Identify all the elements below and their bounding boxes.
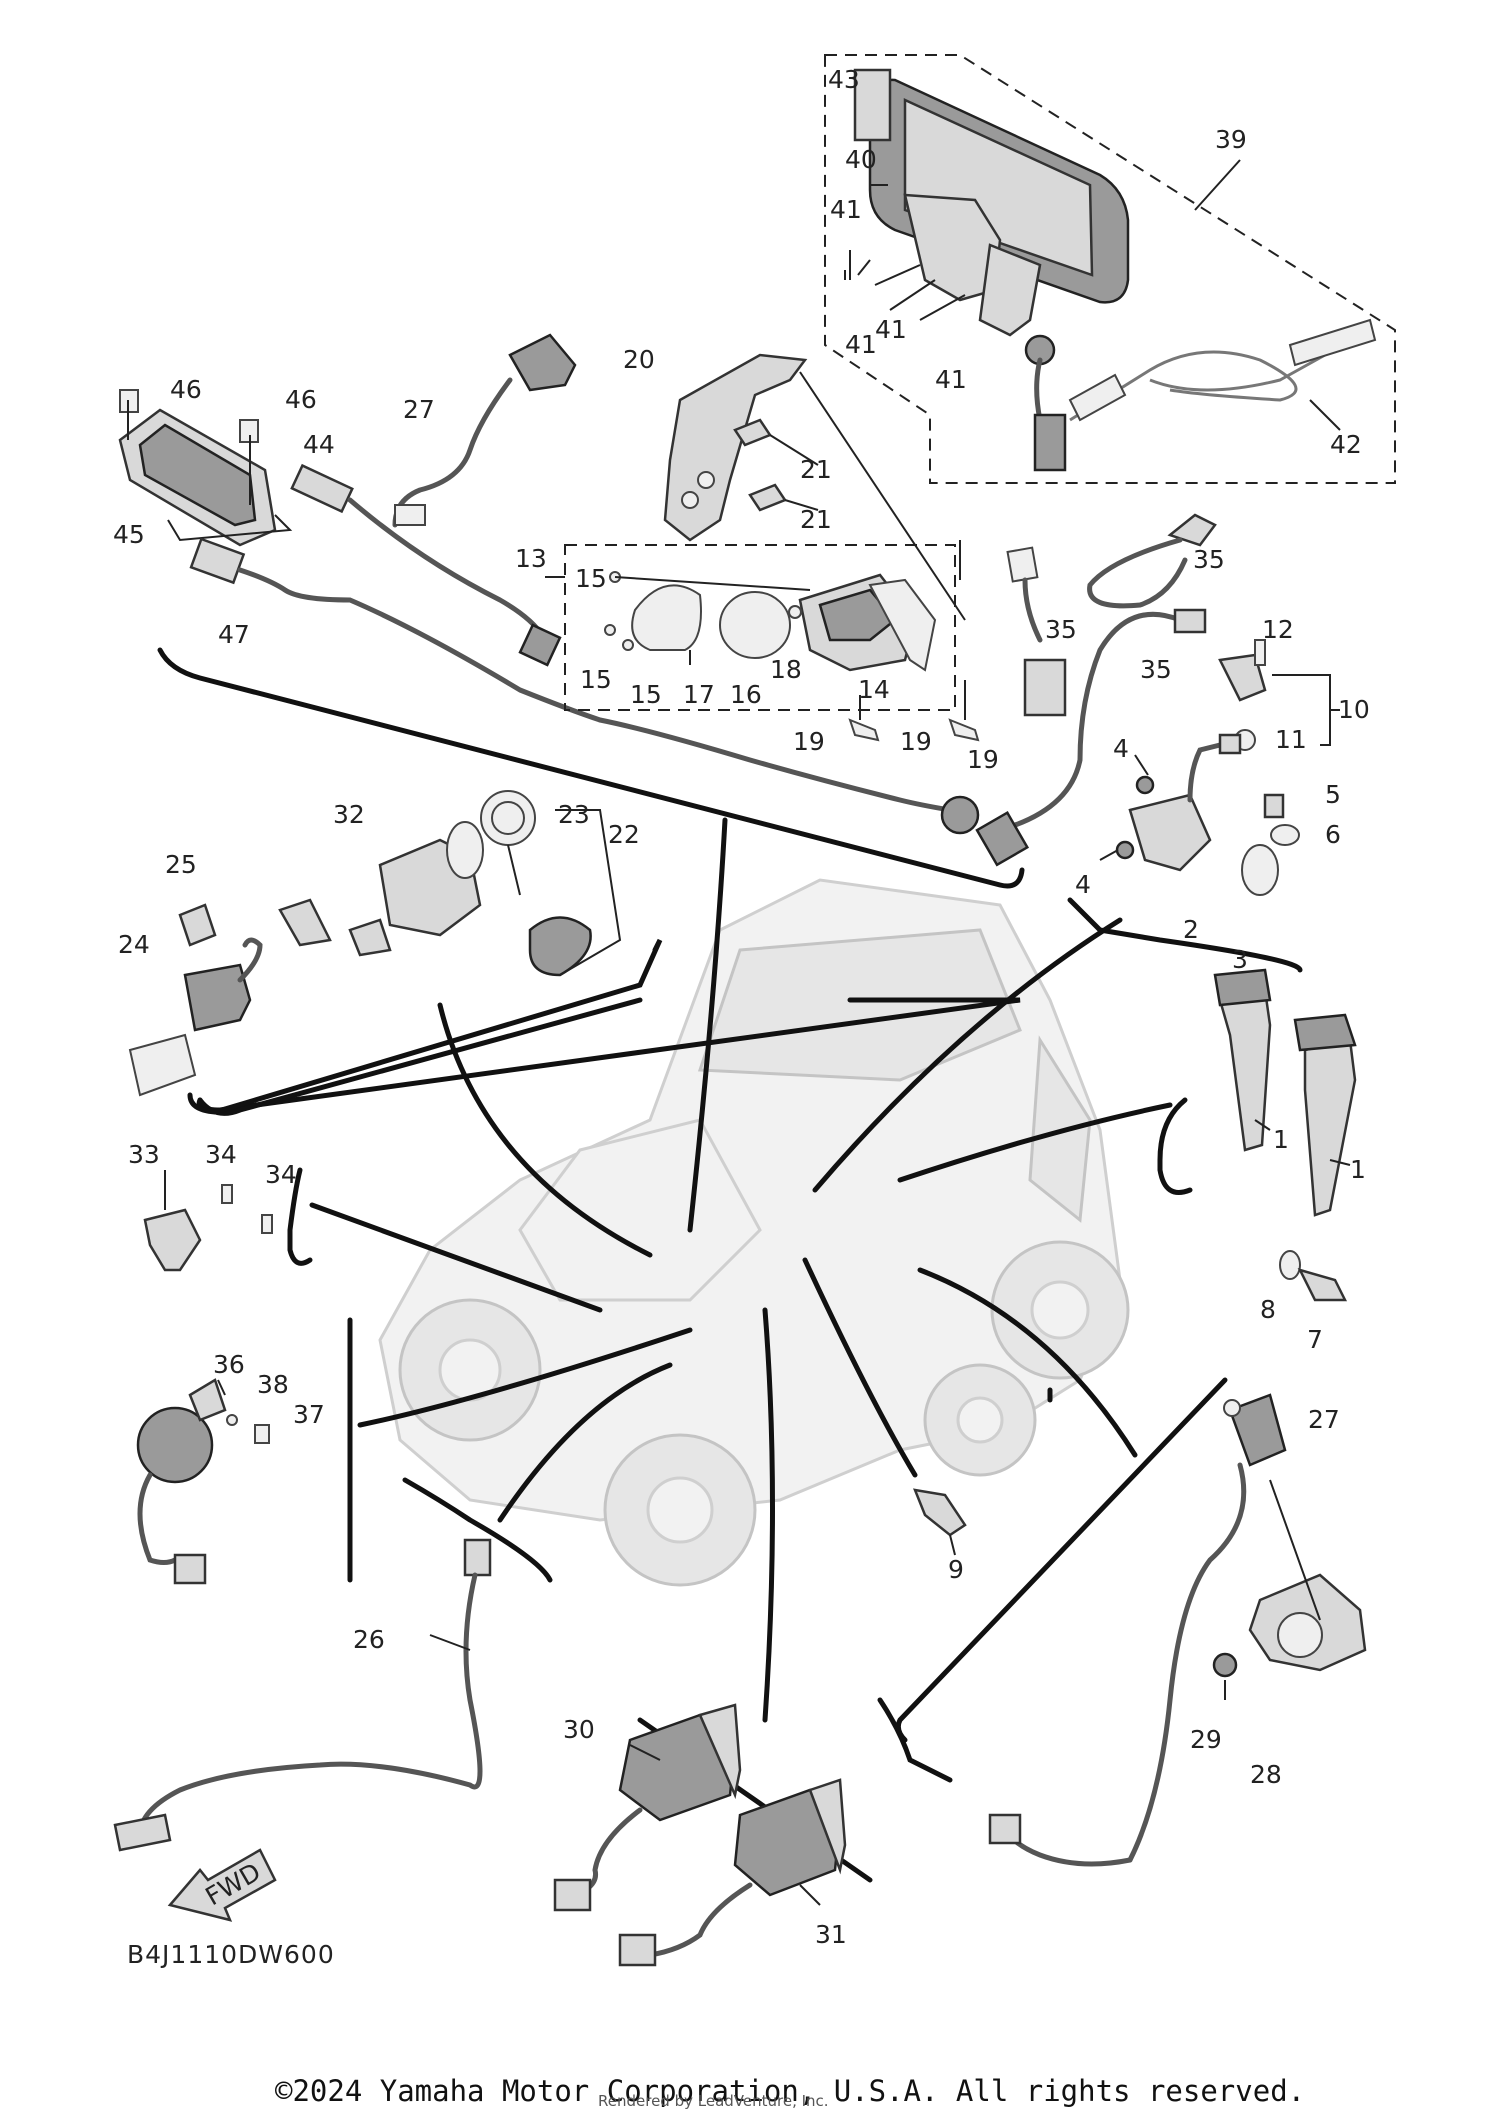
callout-4b: 4 xyxy=(1075,870,1091,899)
display-assembly-inset xyxy=(824,54,1396,484)
callout-39: 39 xyxy=(1215,125,1247,154)
callout-46a: 46 xyxy=(170,375,202,404)
sensor-9-group xyxy=(913,1488,967,1556)
callout-19a: 19 xyxy=(793,727,825,756)
callout-30: 30 xyxy=(563,1715,595,1744)
callout-12: 12 xyxy=(1262,615,1294,644)
sensor-13-inset xyxy=(545,540,980,742)
callout-1a: 1 xyxy=(1273,1125,1289,1154)
callout-25: 25 xyxy=(165,850,197,879)
callout-1b: 1 xyxy=(1350,1155,1366,1184)
callout-14: 14 xyxy=(858,675,890,704)
vehicle-leaders xyxy=(309,817,1173,1723)
fwd-arrow: FWD xyxy=(167,1848,277,1922)
callout-41d: 41 xyxy=(935,365,967,394)
callout-11: 11 xyxy=(1275,725,1307,754)
callout-35c: 35 xyxy=(1140,655,1172,684)
callout-47: 47 xyxy=(218,620,250,649)
switch-30-31-group xyxy=(553,1703,847,1967)
callout-26: 26 xyxy=(353,1625,385,1654)
callout-19b: 19 xyxy=(900,727,932,756)
callout-34b: 34 xyxy=(265,1160,297,1189)
callout-10: 10 xyxy=(1338,695,1370,724)
callout-numbers: 1 1 2 3 4 4 5 6 7 8 9 10 11 12 13 14 15 … xyxy=(113,65,1370,1949)
callout-35a: 35 xyxy=(1193,545,1225,574)
diagram-code: B4J1110DW600 xyxy=(127,1940,335,1969)
callout-24: 24 xyxy=(118,930,150,959)
switch-32-group xyxy=(128,790,622,1097)
callout-35b: 35 xyxy=(1045,615,1077,644)
callout-15a: 15 xyxy=(575,564,607,593)
callout-27b: 27 xyxy=(1308,1405,1340,1434)
callout-23: 23 xyxy=(558,800,590,829)
callout-22: 22 xyxy=(608,820,640,849)
ignition-coil-group xyxy=(1213,968,1357,1302)
callout-42: 42 xyxy=(1330,430,1362,459)
module-45-group xyxy=(118,333,980,835)
callout-4a: 4 xyxy=(1113,734,1129,763)
callout-32: 32 xyxy=(333,800,365,829)
callout-43: 43 xyxy=(828,65,860,94)
callout-41b: 41 xyxy=(845,330,877,359)
connector-35-group xyxy=(975,513,1217,867)
callout-16: 16 xyxy=(730,680,762,709)
callout-33: 33 xyxy=(128,1140,160,1169)
callout-7: 7 xyxy=(1307,1325,1323,1354)
callout-6: 6 xyxy=(1325,820,1341,849)
callout-41a: 41 xyxy=(830,195,862,224)
callout-37: 37 xyxy=(293,1400,325,1429)
callout-28: 28 xyxy=(1250,1760,1282,1789)
vehicle-silhouette xyxy=(378,878,1130,1587)
callout-27a: 27 xyxy=(403,395,435,424)
callout-8: 8 xyxy=(1260,1295,1276,1324)
callout-15b: 15 xyxy=(580,665,612,694)
callout-5: 5 xyxy=(1325,780,1341,809)
callout-41c: 41 xyxy=(875,315,907,344)
callout-31: 31 xyxy=(815,1920,847,1949)
callout-45: 45 xyxy=(113,520,145,549)
copyright-notice: ©2024 Yamaha Motor Corporation, U.S.A. A… xyxy=(275,2074,1306,2108)
bracket-20-group xyxy=(663,353,966,621)
group-brackets xyxy=(157,647,1303,1883)
callout-9: 9 xyxy=(948,1555,964,1584)
callout-34a: 34 xyxy=(205,1140,237,1169)
callout-21a: 21 xyxy=(800,455,832,484)
rendered-by-notice: Rendered by LeadVenture, Inc. xyxy=(598,2092,829,2110)
callout-21b: 21 xyxy=(800,505,832,534)
sensor-26-group xyxy=(113,1538,492,1852)
callout-46b: 46 xyxy=(285,385,317,414)
callout-3: 3 xyxy=(1232,945,1248,974)
callout-29: 29 xyxy=(1190,1725,1222,1754)
callout-40: 40 xyxy=(845,145,877,174)
callout-17: 17 xyxy=(683,680,715,709)
callout-13: 13 xyxy=(515,544,547,573)
sensor-2-group xyxy=(1099,639,1340,896)
horn-36-group xyxy=(136,1378,270,1585)
callout-2: 2 xyxy=(1183,915,1199,944)
callout-38: 38 xyxy=(257,1370,289,1399)
callout-36: 36 xyxy=(213,1350,245,1379)
callout-18: 18 xyxy=(770,655,802,684)
callout-15c: 15 xyxy=(630,680,662,709)
callout-19c: 19 xyxy=(967,745,999,774)
relay-33-group xyxy=(143,1170,273,1272)
callout-20: 20 xyxy=(623,345,655,374)
callout-44: 44 xyxy=(303,430,335,459)
sensor-27-28-group xyxy=(988,1393,1367,1867)
